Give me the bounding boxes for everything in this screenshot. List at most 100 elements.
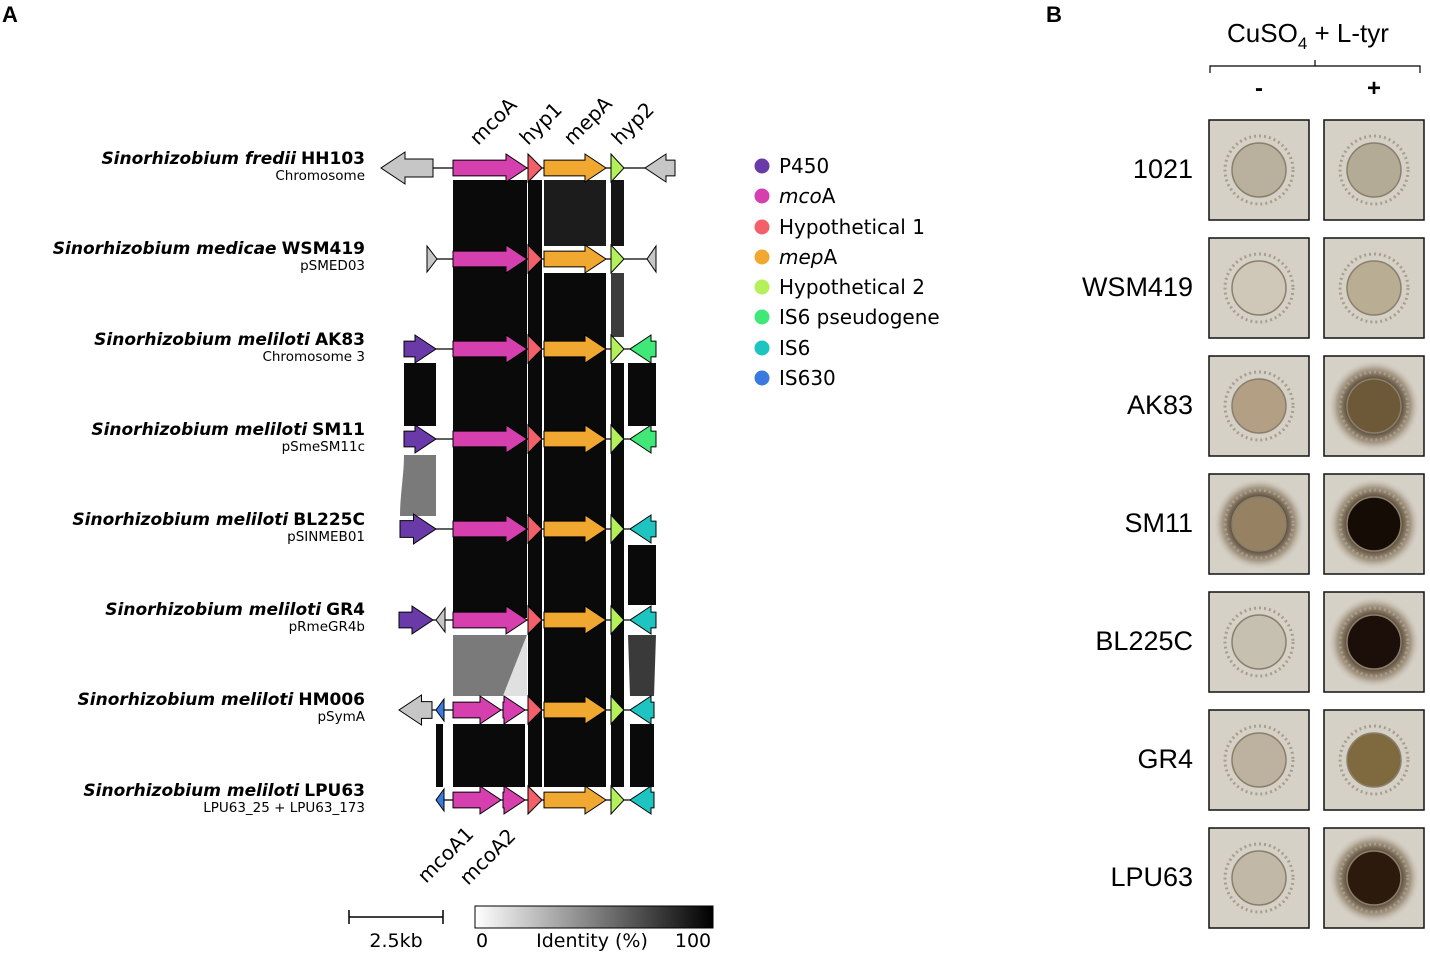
plate-ak83-plus — [1323, 355, 1425, 457]
gene-other-right-wsm419 — [646, 244, 657, 274]
strain-label-ak83: AK83 — [1127, 390, 1193, 420]
gene-mcoa-bl225c — [452, 514, 528, 544]
track-replicon-ak83: Chromosome 3 — [262, 349, 365, 365]
gene-p450-ak83 — [403, 334, 437, 364]
gene-hyp2-ak83 — [610, 333, 625, 365]
link-mcoa — [453, 180, 527, 618]
gene-is6p-ak83 — [629, 334, 657, 364]
legend-dot-hyp2 — [754, 279, 770, 295]
gene-other-left-hh103 — [380, 151, 434, 185]
gene-mcoa1-hm006 — [452, 695, 502, 725]
gene-p450-gr4 — [398, 605, 434, 635]
gene-hyp1-bl225c — [527, 513, 543, 545]
gene-is630-lpu63 — [435, 787, 445, 813]
plate-1021-minus — [1208, 119, 1310, 221]
colony-bl225c-plus — [1346, 614, 1402, 670]
panel-a-letter: A — [2, 2, 18, 27]
colony-wsm419-plus — [1346, 260, 1402, 316]
plate-gr4-minus — [1208, 709, 1310, 811]
gene-mcoa-ak83 — [452, 334, 528, 364]
gene-mepa-ak83 — [543, 334, 607, 364]
gene-mepa-lpu63 — [543, 785, 607, 815]
plate-bl225c-minus — [1208, 591, 1310, 693]
legend-label-mepa: mepA — [779, 245, 837, 269]
colony-lpu63-minus — [1231, 850, 1287, 906]
plate-wsm419-minus — [1208, 237, 1310, 339]
gene-other-left-wsm419 — [426, 244, 438, 274]
gene-is6-hm006 — [629, 695, 655, 725]
strain-label-wsm419: WSM419 — [1082, 272, 1193, 302]
gene-mepa-hh103 — [543, 153, 607, 183]
ring-lpu63-minus — [1223, 842, 1295, 914]
legend-label-hyp2: Hypothetical 2 — [779, 275, 925, 299]
gene-mcoa-gr4 — [452, 605, 528, 635]
gene-hyp1-wsm419 — [527, 243, 543, 275]
track-replicon-gr4: pRmeGR4b — [289, 619, 365, 635]
panel-b-header: CuSO4 + L-tyr — [1227, 18, 1389, 53]
ring-sm11-minus — [1223, 488, 1295, 560]
legend-dot-p450 — [754, 158, 770, 174]
ring-bl225c-plus — [1338, 606, 1410, 678]
ring-1021-minus — [1223, 134, 1295, 206]
colony-1021-minus — [1231, 142, 1287, 198]
gene-hyp2-wsm419 — [610, 243, 625, 275]
gene-other-hm006 — [398, 694, 433, 726]
plate-gr4-plus — [1323, 709, 1425, 811]
strain-label-1021: 1021 — [1133, 154, 1193, 184]
plate-grid — [1208, 119, 1425, 929]
gene-label-hyp2: hyp2 — [607, 97, 659, 149]
gene-other-gr4 — [435, 606, 446, 634]
gene-mcoa-wsm419 — [452, 244, 528, 274]
gene-hyp1-hh103 — [527, 152, 543, 184]
gene-p450-sm11 — [403, 424, 437, 454]
track-replicon-hh103: Chromosome — [275, 168, 365, 184]
gene-mcoa2-hm006 — [502, 695, 526, 725]
identity-max: 100 — [675, 930, 711, 952]
gene-mcoa2-lpu63 — [502, 785, 526, 815]
gene-mepa-hm006 — [543, 695, 607, 725]
legend-dot-hyp1 — [754, 219, 770, 235]
gene-hyp1-ak83 — [527, 333, 543, 365]
gene-is6-bl225c — [629, 514, 657, 544]
scale-bar-label: 2.5kb — [369, 930, 422, 952]
legend-label-is630: IS630 — [779, 366, 836, 390]
gene-hyp2-hm006 — [610, 694, 625, 726]
colony-1021-plus — [1346, 142, 1402, 198]
plate-lpu63-plus — [1323, 827, 1425, 929]
colony-ak83-plus — [1346, 378, 1402, 434]
plate-1021-plus — [1323, 119, 1425, 221]
gene-mepa-gr4 — [543, 605, 607, 635]
link-hyp2-med — [611, 273, 624, 337]
gene-mepa-bl225c — [543, 514, 607, 544]
ring-lpu63-plus — [1338, 842, 1410, 914]
panel-a: A — [2, 2, 940, 952]
column-minus: - — [1255, 75, 1263, 102]
gene-hyp1-gr4 — [527, 604, 543, 636]
gene-mcoa1-lpu63 — [452, 785, 502, 815]
plate-wsm419-plus — [1323, 237, 1425, 339]
link-hyp2-top — [611, 180, 624, 246]
gene-label-hyp1: hyp1 — [515, 97, 567, 149]
gene-is6-gr4 — [629, 605, 657, 635]
link-mcoa-gr4-hm006-a — [453, 635, 527, 696]
link-is6p — [628, 363, 656, 426]
link-mcoa-gr4-hm006-b — [503, 635, 527, 696]
link-is6-gr4-hm006 — [628, 635, 656, 696]
gene-hyp1-lpu63 — [527, 784, 543, 816]
legend-label-is6-pseudogene: IS6 pseudogene — [779, 305, 940, 329]
gene-mepa-wsm419 — [543, 244, 607, 274]
link-is6-bl225c-gr4 — [628, 545, 656, 605]
link-hyp2 — [611, 363, 624, 787]
gene-hyp2-hh103 — [610, 152, 625, 184]
legend-dot-mepa — [754, 249, 770, 265]
gene-hyp2-lpu63 — [610, 784, 625, 816]
colony-sm11-minus — [1231, 496, 1287, 552]
gene-is630-hm006 — [435, 697, 445, 723]
